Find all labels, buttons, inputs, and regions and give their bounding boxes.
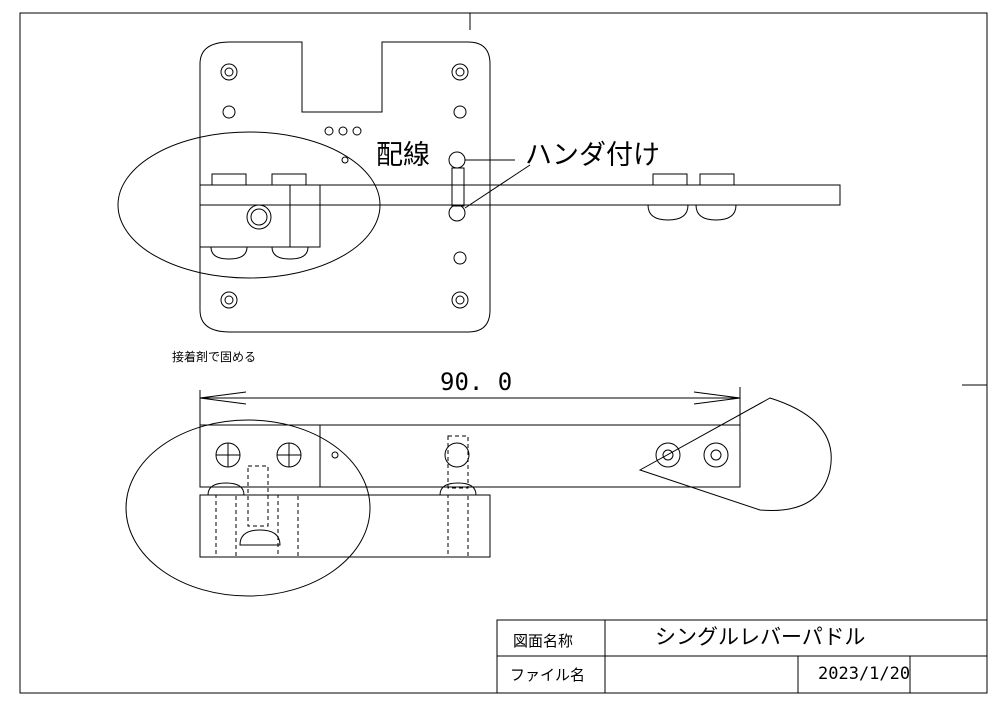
top-view-screw-heads xyxy=(210,204,737,260)
title-block xyxy=(496,619,988,694)
drawing-name-value: シングルレバーパドル xyxy=(655,625,866,649)
front-view-base xyxy=(199,494,491,558)
soldering-label: ハンダ付け xyxy=(525,140,660,171)
front-view-screw-heads xyxy=(207,482,477,546)
drawing-border xyxy=(19,12,988,694)
top-view-plate xyxy=(199,41,491,333)
solder-points xyxy=(448,151,466,222)
file-name-label: ファイル名 xyxy=(510,666,586,684)
top-view-block xyxy=(199,184,321,248)
front-view-lever xyxy=(199,424,741,488)
block-hole-inner xyxy=(250,208,268,226)
glue-highlight-front xyxy=(125,419,371,597)
glue-label: 接着剤で固める xyxy=(172,350,257,364)
solder-leader xyxy=(464,164,531,209)
top-view-nuts xyxy=(211,173,735,186)
front-view-lever-tip xyxy=(638,397,832,511)
dimension-90 xyxy=(199,387,741,425)
wiring-label: 配線 xyxy=(376,140,430,171)
front-view-block xyxy=(199,424,321,488)
block-hole xyxy=(246,204,272,230)
front-view-hidden-lines xyxy=(215,435,469,558)
top-view-lever-arm xyxy=(199,184,841,206)
dimension-label: 90. 0 xyxy=(440,368,513,396)
glue-highlight-top xyxy=(117,131,381,279)
drawing-name-label: 図面名称 xyxy=(513,632,574,650)
front-view-screws xyxy=(215,442,729,468)
plate-holes xyxy=(220,63,469,309)
date-value: 2023/1/20 xyxy=(818,664,911,684)
